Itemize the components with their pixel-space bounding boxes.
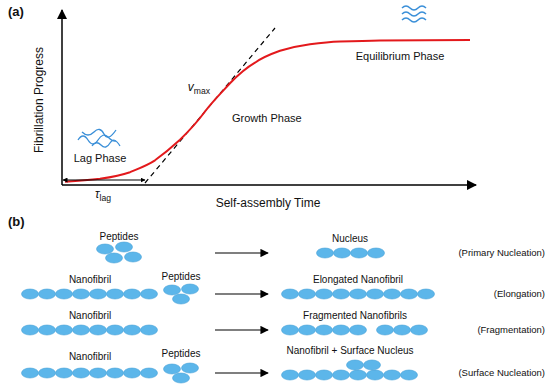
process-label: (Primary Nucleation) xyxy=(458,248,545,258)
species-label: Peptides xyxy=(100,231,139,242)
process-arrows xyxy=(215,253,268,373)
panel-label: (a) xyxy=(8,5,24,19)
sigmoid-curve xyxy=(65,40,470,182)
monomer-squiggles xyxy=(78,129,120,147)
phase-label: Growth Phase xyxy=(232,112,302,124)
species-label: Nanofibril xyxy=(69,351,111,362)
species-label: Elongated Nanofibril xyxy=(313,274,403,285)
species-label: Peptides xyxy=(162,348,201,359)
phase-label: Lag Phase xyxy=(74,152,127,164)
species-label: Peptides xyxy=(162,271,201,282)
species-label: Fragmented Nanofibrils xyxy=(303,310,407,321)
y-axis xyxy=(61,10,63,185)
axis-title: Self-assembly Time xyxy=(216,197,321,210)
x-axis xyxy=(62,184,476,186)
peptide-ellipses xyxy=(22,242,435,383)
fibril-waves xyxy=(402,6,426,22)
species-label: Nanofibril xyxy=(69,274,111,285)
species-label: Nanofibril xyxy=(69,310,111,321)
symbol-label: vmax xyxy=(188,81,210,94)
species-label: Nanofibril + Surface Nucleus xyxy=(286,345,413,356)
phase-label: Equilibrium Phase xyxy=(356,50,445,62)
panel-label: (b) xyxy=(8,215,25,229)
axis-title: Fibrillation Progress xyxy=(33,47,46,153)
process-label: (Surface Nucleation) xyxy=(458,368,545,378)
symbol-label: τlag xyxy=(95,188,111,201)
lag-time-arrow xyxy=(63,180,145,181)
process-label: (Fragmentation) xyxy=(477,325,545,335)
process-label: (Elongation) xyxy=(494,289,545,299)
species-label: Nucleus xyxy=(332,233,368,244)
